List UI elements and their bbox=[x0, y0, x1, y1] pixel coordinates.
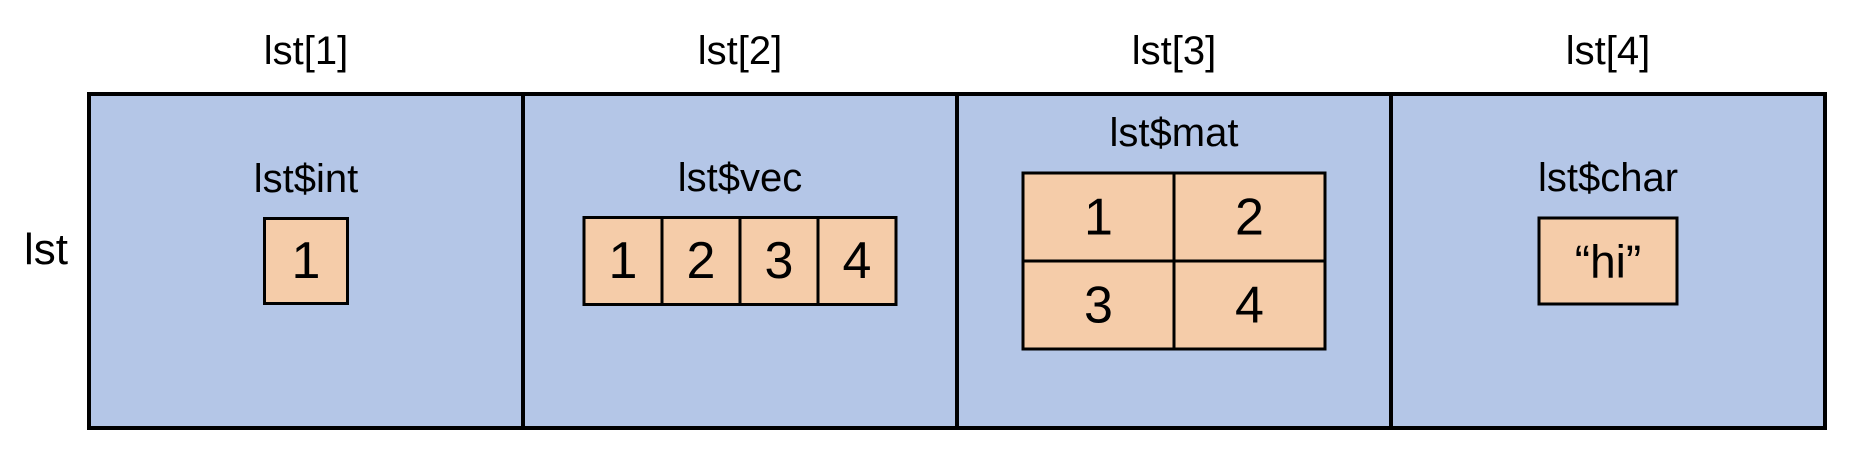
vector-value-1: 1 bbox=[608, 232, 638, 290]
element-name-label-mat: lst$mat bbox=[1109, 111, 1239, 155]
element-name-label-char: lst$char bbox=[1537, 156, 1679, 200]
matrix-value-r1c2: 2 bbox=[1235, 188, 1264, 246]
vector-cell-1: 1 bbox=[585, 219, 661, 303]
matrix-cell-r1c1: 1 bbox=[1024, 174, 1173, 260]
element-name-label-vec: lst$vec bbox=[677, 156, 803, 200]
vector-value-3: 3 bbox=[764, 232, 794, 290]
index-label-1: lst[1] bbox=[263, 29, 349, 73]
char-value: “hi” bbox=[1574, 235, 1642, 287]
vector-cell-2: 2 bbox=[663, 219, 739, 303]
index-label-4: lst[4] bbox=[1565, 29, 1651, 73]
index-label-row: lst[1] lst[2] lst[3] lst[4] bbox=[89, 24, 1825, 78]
section-lst-2: lst$vec 1 2 3 4 bbox=[521, 96, 955, 426]
matrix-cell-r2c1: 3 bbox=[1024, 262, 1173, 348]
char-value-box: “hi” bbox=[1537, 216, 1679, 306]
list-name-label: lst bbox=[24, 225, 68, 274]
vector-value-2: 2 bbox=[686, 232, 716, 290]
section-lst-3: lst$mat 1 2 3 4 bbox=[955, 96, 1389, 426]
matrix-value-r1c1: 1 bbox=[1084, 188, 1113, 246]
section-lst-4: lst$char “hi” bbox=[1389, 96, 1823, 426]
element-name-label-int: lst$int bbox=[253, 157, 359, 201]
vector-value-4: 4 bbox=[842, 232, 872, 290]
matrix-cell-r1c2: 2 bbox=[1175, 174, 1324, 260]
list-container-box: lst$int 1 lst$vec 1 2 3 4 bbox=[87, 92, 1827, 430]
matrix-value-r2c1: 3 bbox=[1084, 276, 1113, 334]
vector-cell-3: 3 bbox=[741, 219, 817, 303]
matrix-box: 1 2 3 4 bbox=[1021, 171, 1327, 351]
int-value-box: 1 bbox=[263, 217, 349, 305]
vector-cell-4: 4 bbox=[819, 219, 895, 303]
int-value: 1 bbox=[291, 232, 321, 290]
index-label-3: lst[3] bbox=[1131, 29, 1217, 73]
index-label-2: lst[2] bbox=[697, 29, 783, 73]
vector-box: 1 2 3 4 bbox=[582, 216, 898, 306]
matrix-cell-r2c2: 4 bbox=[1175, 262, 1324, 348]
matrix-value-r2c2: 4 bbox=[1235, 276, 1264, 334]
section-lst-1: lst$int 1 bbox=[91, 96, 521, 426]
